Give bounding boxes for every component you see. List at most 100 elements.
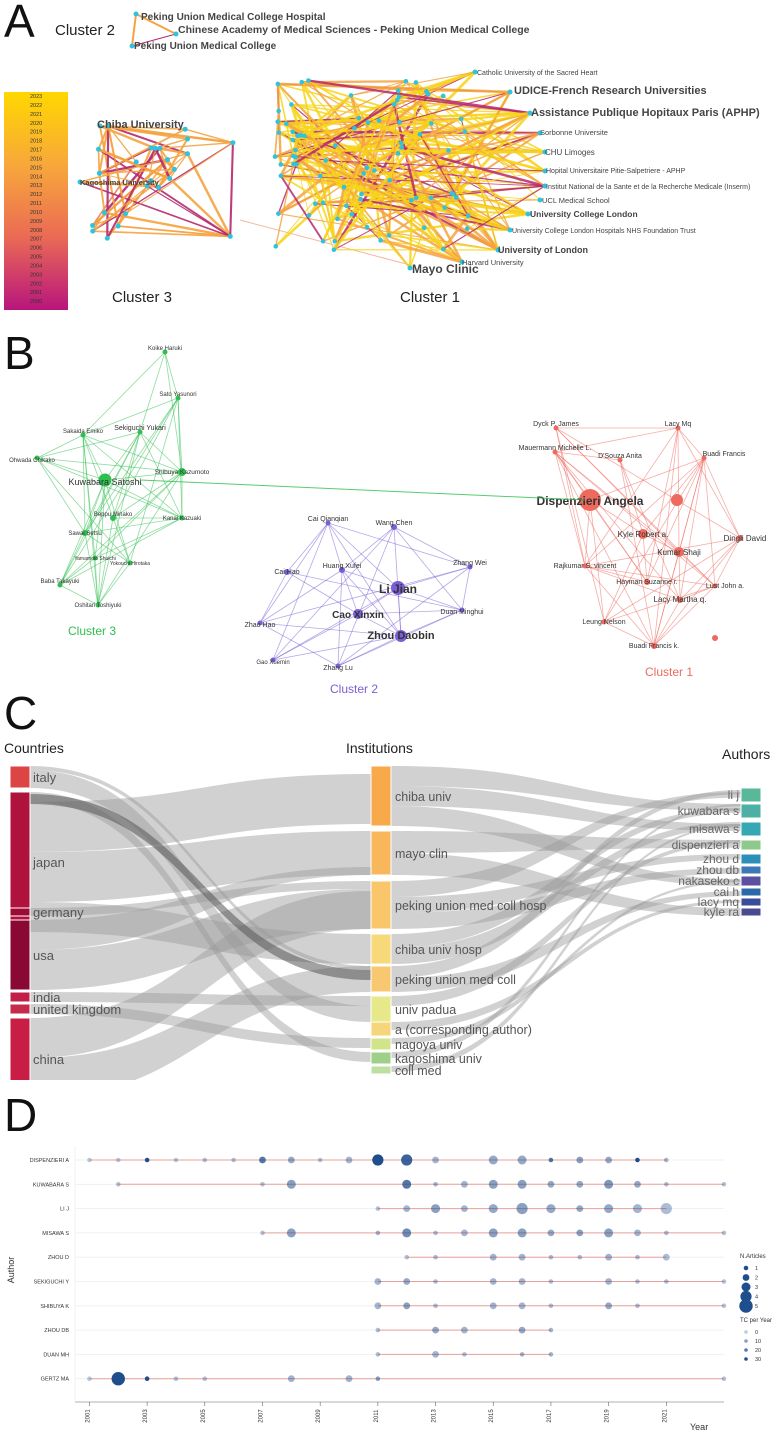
network-edge bbox=[277, 83, 382, 241]
network-node bbox=[165, 157, 171, 163]
network-edge bbox=[36, 457, 106, 481]
production-point bbox=[576, 1205, 584, 1212]
legend-articles-title: N.Articles bbox=[740, 1254, 766, 1260]
network-edge bbox=[327, 522, 471, 568]
author-label: Li Jian bbox=[379, 582, 417, 596]
production-point bbox=[548, 1327, 554, 1333]
institution-label: Kagoshima University bbox=[80, 178, 160, 187]
network-edge bbox=[357, 609, 463, 615]
network-edge bbox=[286, 571, 359, 615]
network-edge bbox=[307, 79, 529, 215]
network-node bbox=[507, 89, 513, 95]
production-point bbox=[519, 1352, 525, 1357]
network-edge bbox=[98, 128, 186, 175]
sankey-flow bbox=[30, 992, 371, 1006]
sankey-flow bbox=[391, 790, 741, 978]
network-edge bbox=[677, 427, 705, 459]
network-edge bbox=[59, 557, 96, 586]
production-point bbox=[345, 1375, 353, 1383]
sankey-flow bbox=[391, 868, 741, 929]
network-edge bbox=[554, 451, 621, 461]
network-edge bbox=[91, 212, 106, 232]
production-point bbox=[432, 1156, 439, 1164]
author-label: kuwabara s bbox=[678, 804, 739, 818]
network-edge bbox=[139, 351, 166, 433]
production-point bbox=[375, 1206, 381, 1211]
network-edge bbox=[272, 587, 399, 661]
network-node bbox=[302, 133, 307, 139]
network-edge bbox=[679, 537, 741, 601]
author-node bbox=[701, 455, 707, 461]
network-node bbox=[90, 228, 96, 234]
production-point bbox=[518, 1326, 526, 1334]
author-label: Cai Qianqian bbox=[308, 516, 349, 523]
production-point bbox=[115, 1182, 121, 1187]
production-point bbox=[403, 1302, 411, 1310]
network-node bbox=[344, 203, 349, 209]
network-edge bbox=[168, 177, 232, 238]
legend-tc-swatch bbox=[744, 1330, 748, 1334]
institution-label: peking union med coll hosp bbox=[395, 899, 547, 913]
network-node bbox=[97, 123, 103, 129]
author-node bbox=[638, 529, 648, 539]
year-legend-label: 2020 bbox=[30, 121, 42, 127]
production-point bbox=[202, 1376, 208, 1381]
network-edge bbox=[82, 397, 179, 436]
network-node bbox=[537, 197, 543, 203]
production-point bbox=[721, 1230, 727, 1236]
network-edge bbox=[272, 526, 395, 661]
production-point bbox=[375, 1352, 381, 1357]
network-edge bbox=[584, 565, 655, 647]
author-label: Buadi Francis bbox=[703, 451, 746, 458]
network-edge bbox=[82, 434, 114, 519]
institution-label: University College London Hospitals NHS … bbox=[512, 228, 696, 235]
network-node bbox=[394, 97, 400, 103]
institution-label: coll med bbox=[395, 1064, 442, 1078]
production-point bbox=[664, 1279, 669, 1284]
network-edge bbox=[159, 142, 233, 149]
country-label: usa bbox=[33, 948, 55, 963]
network-node bbox=[306, 78, 311, 83]
sankey-flow bbox=[391, 824, 741, 1072]
network-edge bbox=[146, 185, 231, 237]
network-edge bbox=[82, 434, 183, 473]
network-node bbox=[395, 88, 401, 94]
institution-label: University of London bbox=[498, 245, 588, 255]
network-edge bbox=[419, 134, 469, 217]
institution-label: Chinese Academy of Medical Sciences - Pe… bbox=[178, 24, 530, 36]
network-edge bbox=[97, 517, 114, 606]
production-point bbox=[260, 1182, 265, 1187]
network-node bbox=[276, 211, 281, 216]
network-edge bbox=[277, 93, 430, 215]
network-edge bbox=[584, 457, 705, 567]
network-node bbox=[331, 247, 337, 253]
network-edge bbox=[400, 146, 464, 263]
network-edge bbox=[467, 227, 511, 232]
network-edge bbox=[646, 457, 705, 583]
network-edge bbox=[584, 565, 648, 583]
network-edge bbox=[294, 149, 499, 251]
year-legend-label: 2022 bbox=[30, 103, 42, 109]
author-row-label: ZHOU DB bbox=[44, 1328, 69, 1334]
network-node bbox=[507, 227, 513, 233]
network-edge bbox=[82, 351, 166, 436]
production-point bbox=[660, 1203, 672, 1215]
sankey-flow bbox=[391, 792, 741, 897]
production-point bbox=[721, 1303, 727, 1309]
network-node bbox=[291, 153, 296, 159]
institution-label: chiba univ hosp bbox=[395, 943, 482, 957]
network-node bbox=[464, 226, 470, 231]
production-point bbox=[375, 1230, 381, 1236]
network-edge bbox=[333, 90, 399, 250]
production-point bbox=[374, 1278, 382, 1285]
network-edge bbox=[337, 566, 471, 667]
institution-label: Hopital Universitaire Pitie-Salpetriere … bbox=[546, 168, 686, 175]
network-edge bbox=[146, 148, 156, 187]
network-edge bbox=[169, 153, 188, 179]
network-edge bbox=[336, 120, 380, 220]
network-node bbox=[275, 81, 281, 87]
author-node bbox=[467, 564, 473, 570]
production-point bbox=[489, 1278, 497, 1285]
network-edge bbox=[361, 193, 432, 199]
year-legend-label: 2000 bbox=[30, 299, 42, 305]
